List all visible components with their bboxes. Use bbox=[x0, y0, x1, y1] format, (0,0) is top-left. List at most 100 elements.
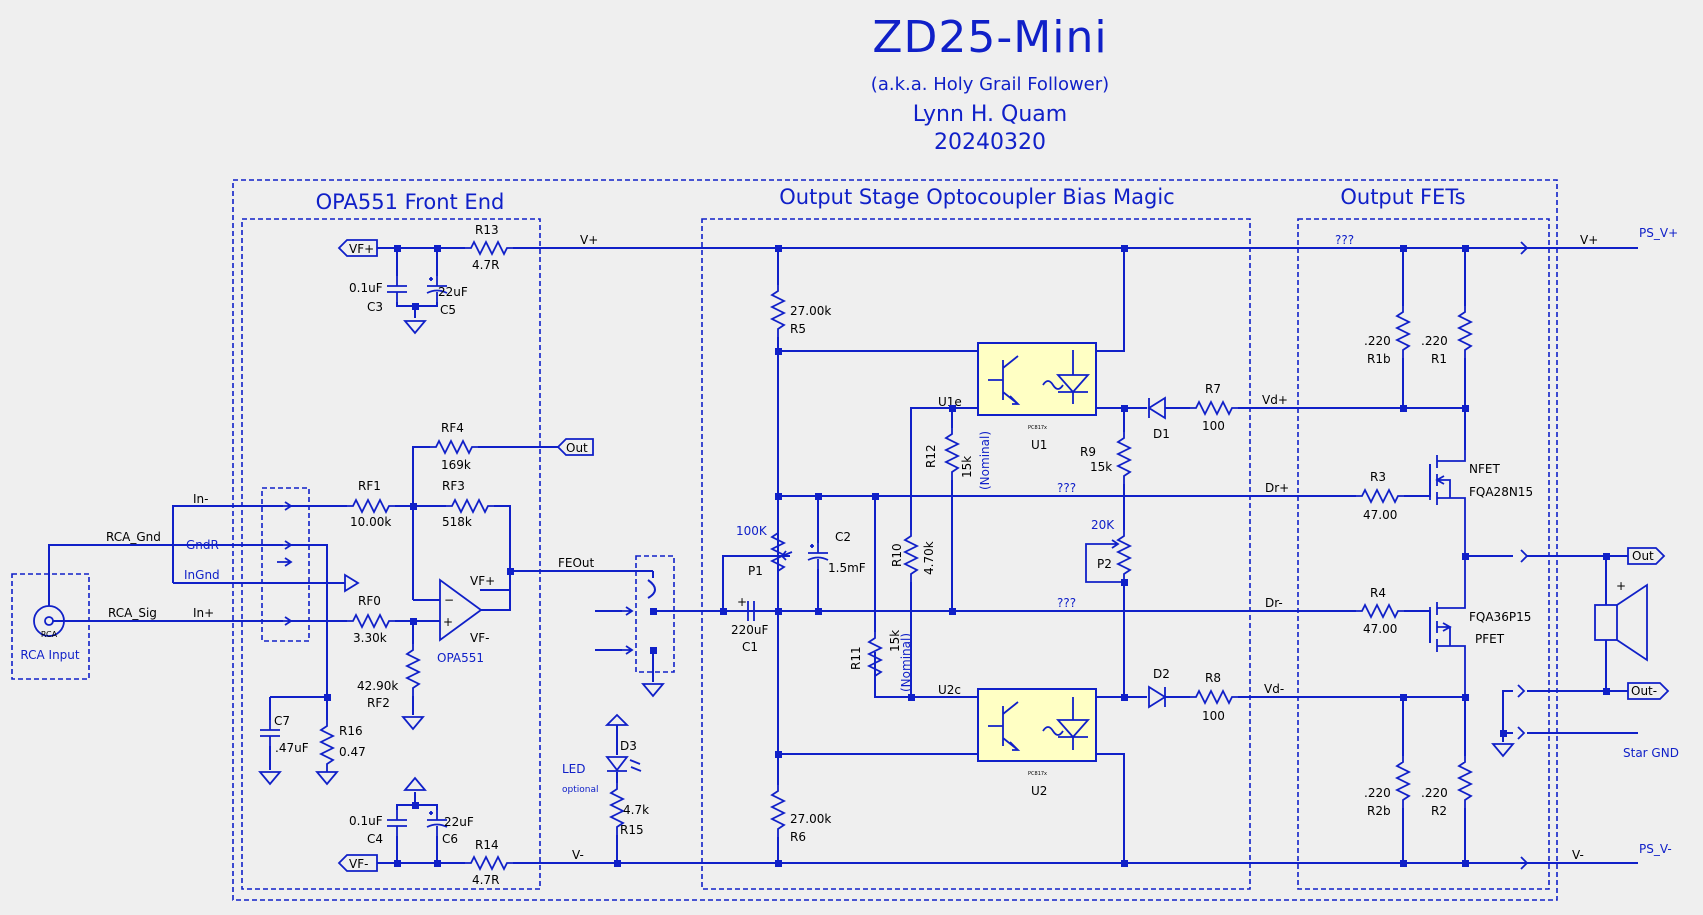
c5-ref: C5 bbox=[440, 303, 456, 317]
c5-value: 22uF bbox=[438, 285, 468, 299]
r2-ref: R2 bbox=[1431, 804, 1447, 818]
c3-ground-symbol bbox=[404, 320, 426, 334]
out-flag-front bbox=[556, 438, 594, 456]
vf-plus-label: VF+ bbox=[349, 242, 374, 256]
c3-value: 0.1uF bbox=[349, 281, 383, 295]
r15-value: 4.7k bbox=[623, 803, 649, 817]
r8-resistor bbox=[1189, 690, 1239, 704]
rf3-value: 518k bbox=[442, 515, 472, 529]
ps-terminals bbox=[1520, 241, 1529, 870]
net-gndr: GndR bbox=[186, 538, 219, 552]
r6-value: 27.00k bbox=[790, 812, 831, 826]
r16-resistor bbox=[320, 719, 334, 773]
switch-term-4 bbox=[276, 616, 292, 626]
section-bias: Output Stage Optocoupler Bias Magic bbox=[779, 185, 1174, 209]
junction-dots bbox=[324, 245, 1610, 867]
outer-frame bbox=[232, 179, 1558, 901]
p1-wiper bbox=[780, 550, 793, 561]
rca-jack-label: RCA bbox=[41, 630, 58, 639]
switch-term-1 bbox=[276, 501, 292, 511]
c3-ref: C3 bbox=[367, 300, 383, 314]
u1-led bbox=[1042, 350, 1090, 404]
u1-ref: U1 bbox=[1031, 438, 1047, 452]
r12-value: 15k bbox=[960, 456, 974, 478]
pfet-symbol bbox=[1429, 556, 1466, 697]
net-rca-sig: RCA_Sig bbox=[108, 606, 157, 620]
rf2-ref: RF2 bbox=[367, 696, 390, 710]
net-star-gnd: Star GND bbox=[1623, 746, 1679, 760]
r2-resistor bbox=[1458, 755, 1472, 809]
r14-value: 4.7R bbox=[472, 873, 499, 887]
title-main: ZD25-Mini bbox=[872, 12, 1107, 63]
c4-capacitor bbox=[386, 809, 408, 837]
c7-ground-symbol bbox=[259, 771, 281, 785]
d1-diode bbox=[1147, 396, 1166, 420]
rf4-resistor bbox=[429, 440, 479, 454]
r10-ref: R10 bbox=[890, 543, 904, 567]
r11-value: 15k bbox=[888, 630, 902, 652]
r2b-resistor bbox=[1396, 755, 1410, 809]
r9-ref: R9 bbox=[1080, 445, 1096, 459]
c6-value: 22uF bbox=[444, 815, 474, 829]
rf1-resistor bbox=[346, 499, 396, 513]
rf3-resistor bbox=[445, 499, 495, 513]
opa551-symbol bbox=[439, 578, 483, 642]
rca-input-box bbox=[11, 573, 90, 680]
nfet-part: FQA28N15 bbox=[1469, 485, 1533, 499]
c2-value: 1.5mF bbox=[828, 561, 866, 575]
c3-capacitor bbox=[386, 275, 408, 303]
title-date: 20240320 bbox=[934, 130, 1046, 155]
nfet-symbol bbox=[1429, 450, 1466, 556]
feout-switch-wires bbox=[595, 571, 723, 682]
c1-plus: + bbox=[737, 595, 747, 609]
r12-ref: R12 bbox=[924, 444, 938, 468]
r1b-ref: R1b bbox=[1367, 352, 1391, 366]
d3-note2: optional bbox=[562, 785, 598, 795]
net-ingnd: InGnd bbox=[184, 568, 220, 582]
d3-supply-symbol bbox=[604, 713, 630, 726]
c2-capacitor bbox=[807, 542, 829, 570]
net-dr-minus: Dr- bbox=[1265, 596, 1283, 610]
r7-value: 100 bbox=[1202, 419, 1225, 433]
p1-wires bbox=[722, 555, 790, 611]
rf0-resistor bbox=[346, 614, 396, 628]
u2-part: PC817x bbox=[1028, 771, 1047, 777]
c6-ref: C6 bbox=[442, 832, 458, 846]
r16-value: 0.47 bbox=[339, 745, 366, 759]
r14-resistor bbox=[464, 856, 514, 870]
speaker-magnet bbox=[1594, 604, 1618, 641]
rf2-value: 42.90k bbox=[357, 679, 398, 693]
d3-note: LED bbox=[562, 762, 586, 776]
out-label: Out bbox=[1632, 549, 1654, 563]
r11-resistor bbox=[868, 631, 882, 685]
star-gnd-terminals bbox=[1517, 684, 1526, 740]
opa551-ref: OPA551 bbox=[437, 651, 484, 665]
out-label-front: Out bbox=[566, 441, 588, 455]
net-vd-plus: Vd+ bbox=[1262, 393, 1288, 407]
opa551-vf-plus: VF+ bbox=[470, 574, 495, 588]
net-v-minus: V- bbox=[572, 848, 584, 862]
u2-ref: U2 bbox=[1031, 784, 1047, 798]
fets-unknown: ??? bbox=[1335, 233, 1354, 247]
fets-box bbox=[1297, 218, 1550, 890]
vf-minus-label: VF- bbox=[349, 857, 368, 871]
r16-ground-symbol bbox=[316, 771, 338, 785]
out-minus-label: Out- bbox=[1631, 684, 1657, 698]
r5-ref: R5 bbox=[790, 322, 806, 336]
r2-wires bbox=[1402, 697, 1466, 863]
net-in-minus: In- bbox=[193, 492, 208, 506]
r10-value: 4.70k bbox=[922, 541, 936, 575]
rf2-resistor bbox=[406, 643, 420, 697]
u1-part: PC817x bbox=[1028, 425, 1047, 431]
r2-value: .220 bbox=[1421, 786, 1448, 800]
opa551-plus: + bbox=[443, 615, 453, 629]
feout-ground-symbol bbox=[642, 683, 664, 697]
r1-ref: R1 bbox=[1431, 352, 1447, 366]
r5-value: 27.00k bbox=[790, 304, 831, 318]
rf0-value: 3.30k bbox=[353, 631, 387, 645]
vf-plus-flag bbox=[337, 239, 378, 257]
net-dr-plus: Dr+ bbox=[1265, 481, 1289, 495]
section-fets: Output FETs bbox=[1340, 185, 1465, 209]
feout-switch-box bbox=[635, 555, 675, 673]
out-minus-flag bbox=[1627, 682, 1670, 700]
